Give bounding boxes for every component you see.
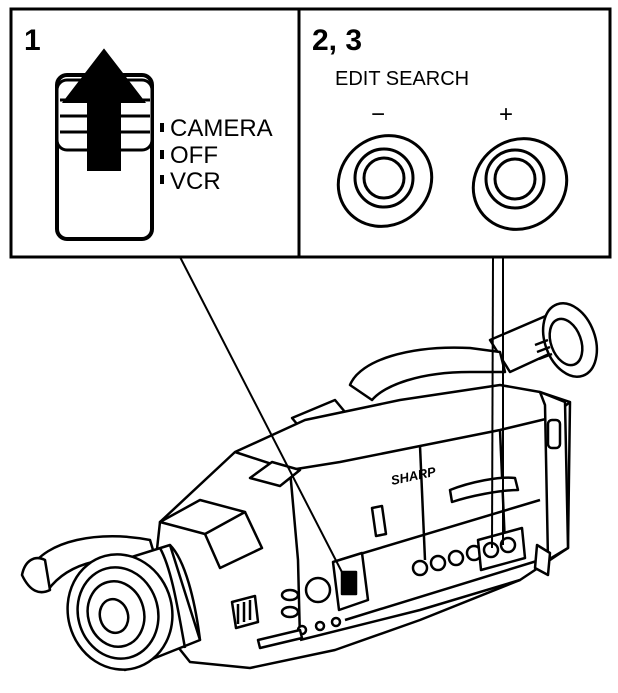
step-number-1: 1 (24, 24, 41, 57)
panel-2-frame (297, 7, 612, 259)
edit-search-title: EDIT SEARCH (335, 68, 469, 90)
edit-search-minus-button[interactable] (320, 117, 449, 244)
switch-label-off: OFF (170, 142, 218, 169)
leader-line-edit-search (491, 256, 494, 549)
lens (66, 543, 202, 672)
body-edit-search-buttons[interactable] (476, 526, 527, 572)
step-number-2-3: 2, 3 (312, 24, 362, 57)
body-power-switch[interactable] (331, 551, 370, 612)
switch-position-markers (160, 123, 164, 184)
edit-search-plus-button[interactable] (455, 120, 584, 247)
camcorder (20, 302, 599, 672)
panel-2: 2, 3 EDIT SEARCH − + (312, 24, 584, 247)
callout-panels (9, 7, 612, 259)
edit-search-minus-label: − (371, 101, 385, 128)
switch-label-camera: CAMERA (170, 115, 273, 142)
leader-lines (179, 256, 504, 581)
leader-line-power-switch (179, 256, 347, 581)
switch-label-vcr: VCR (170, 168, 221, 195)
viewfinder (488, 302, 599, 378)
up-arrow-icon (61, 48, 147, 171)
panel-1: 1 CAMERA OFF VCR (24, 24, 273, 241)
edit-search-plus-label: + (499, 101, 513, 128)
